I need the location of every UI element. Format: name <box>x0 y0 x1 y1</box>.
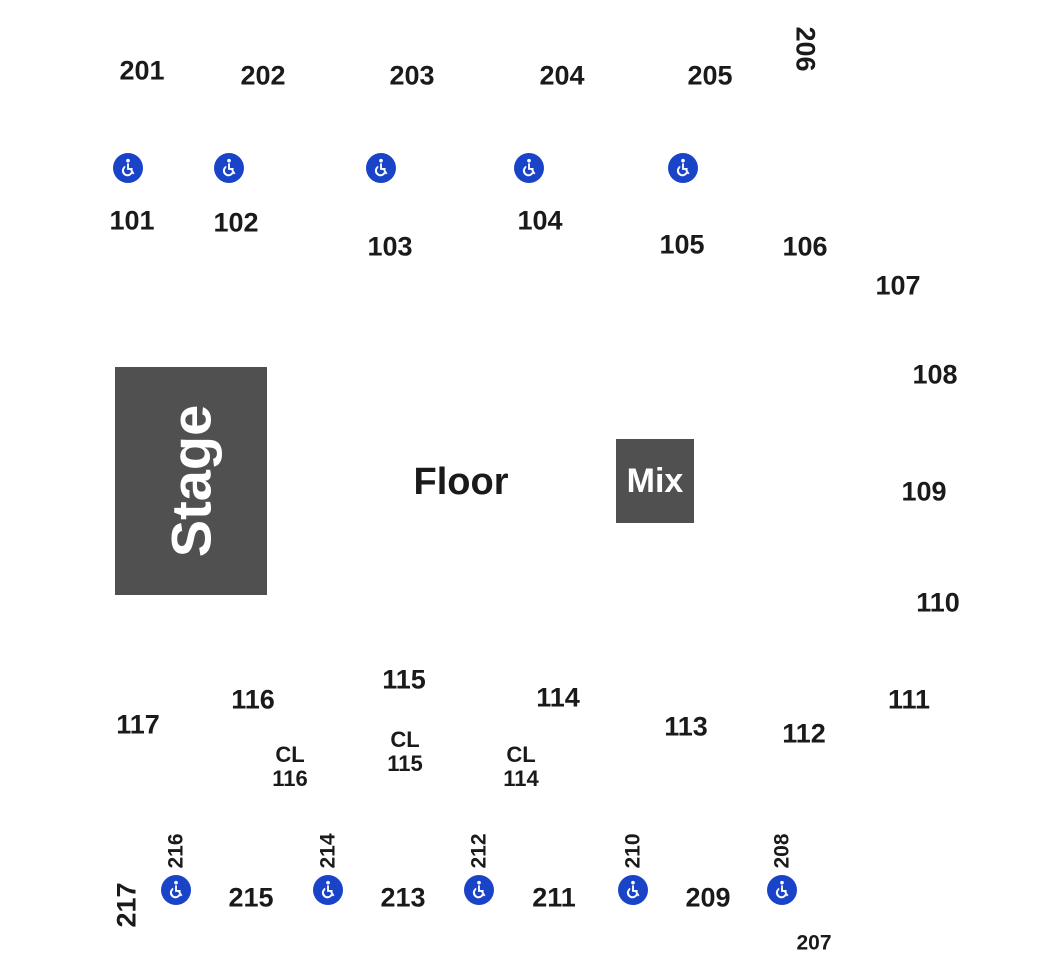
section-107[interactable]: 107 <box>875 270 921 301</box>
club-number: 114 <box>503 766 539 791</box>
club-section-114[interactable]: CL 114 <box>503 741 539 791</box>
section-108[interactable]: 108 <box>912 359 958 390</box>
wheelchair-accessible-icon <box>161 875 191 905</box>
wheelchair-accessible-icon <box>313 875 343 905</box>
section-214[interactable]: 214 <box>316 833 340 869</box>
section-105[interactable]: 105 <box>659 229 705 260</box>
section-113[interactable]: 113 <box>664 711 708 742</box>
mix-label: Mix <box>626 461 684 500</box>
floor-section[interactable]: Floor <box>413 461 509 503</box>
section-207[interactable]: 207 <box>796 931 832 955</box>
section-210[interactable]: 210 <box>621 833 645 869</box>
stage: Stage <box>115 367 267 595</box>
section-104[interactable]: 104 <box>517 205 563 236</box>
section-209[interactable]: 209 <box>685 882 731 913</box>
section-212[interactable]: 212 <box>467 833 491 869</box>
section-103[interactable]: 103 <box>367 231 413 262</box>
club-label: CL <box>275 741 305 767</box>
section-117[interactable]: 117 <box>116 709 160 740</box>
section-205[interactable]: 205 <box>687 60 733 91</box>
section-116[interactable]: 116 <box>231 684 275 715</box>
club-label: CL <box>506 741 536 767</box>
section-204[interactable]: 204 <box>539 60 585 91</box>
section-110[interactable]: 110 <box>916 587 960 618</box>
wheelchair-accessible-icon <box>668 153 698 183</box>
section-115[interactable]: 115 <box>382 664 426 695</box>
section-216[interactable]: 216 <box>164 833 188 869</box>
wheelchair-accessible-icon <box>514 153 544 183</box>
section-106[interactable]: 106 <box>782 231 828 262</box>
club-number: 116 <box>272 766 308 791</box>
wheelchair-accessible-icon <box>214 153 244 183</box>
wheelchair-accessible-icon <box>366 153 396 183</box>
section-217[interactable]: 217 <box>111 882 142 928</box>
wheelchair-accessible-icon <box>464 875 494 905</box>
section-102[interactable]: 102 <box>213 207 259 238</box>
section-203[interactable]: 203 <box>389 60 435 91</box>
club-section-115[interactable]: CL 115 <box>387 726 423 776</box>
section-208[interactable]: 208 <box>770 833 794 869</box>
section-215[interactable]: 215 <box>228 882 274 913</box>
club-label: CL <box>390 726 420 752</box>
section-202[interactable]: 202 <box>240 60 286 91</box>
wheelchair-accessible-icon <box>618 875 648 905</box>
section-213[interactable]: 213 <box>380 882 426 913</box>
wheelchair-accessible-icon <box>113 153 143 183</box>
wheelchair-accessible-icon <box>767 875 797 905</box>
section-114[interactable]: 114 <box>536 682 580 713</box>
section-206[interactable]: 206 <box>790 26 821 72</box>
mix-position: Mix <box>616 439 694 523</box>
section-109[interactable]: 109 <box>901 476 947 507</box>
section-111[interactable]: 111 <box>887 684 931 715</box>
club-section-116[interactable]: CL 116 <box>272 741 308 791</box>
section-201[interactable]: 201 <box>119 55 165 86</box>
section-211[interactable]: 211 <box>532 882 576 913</box>
section-101[interactable]: 101 <box>109 205 155 236</box>
section-112[interactable]: 112 <box>782 718 826 749</box>
stage-label: Stage <box>159 404 223 558</box>
club-number: 115 <box>387 751 423 776</box>
